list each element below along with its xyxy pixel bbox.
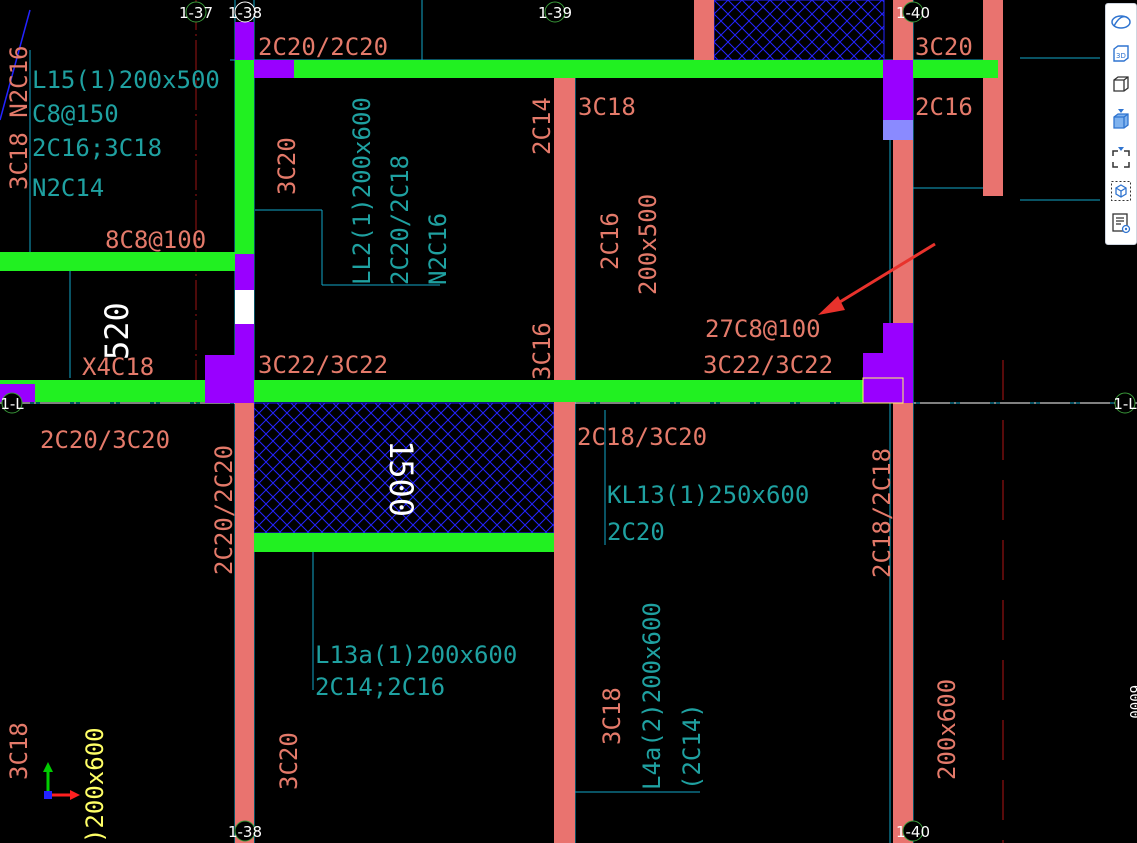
label-col-3c18: 3C18 <box>578 93 636 121</box>
chevron-down-icon <box>1118 109 1124 113</box>
label-col-200x500: 200x500 <box>634 194 662 295</box>
label-left-8c8: 8C8@100 <box>105 226 206 254</box>
pink-members[interactable] <box>235 0 1003 843</box>
box-view-button[interactable] <box>1109 72 1133 96</box>
label-dim-520: 520 <box>98 302 136 360</box>
label-bottom-3c18-l4a: 3C18 <box>598 687 626 745</box>
label-col-2c20-2c20: 2C20/2C20 <box>210 445 238 575</box>
properties-button[interactable] <box>1109 211 1133 235</box>
label-left-x4c18: X4C18 <box>82 353 154 381</box>
label-col-2c16: 2C16 <box>596 212 624 270</box>
label-mid-rebar-right: 3C22/3C22 <box>703 351 833 379</box>
pink-beam-1-38 <box>235 403 254 843</box>
ucs-axis-icon <box>43 762 80 800</box>
label-kl13-line1: KL13(1)250x600 <box>607 481 809 509</box>
label-kl13-line2: 2C20 <box>607 518 665 546</box>
label-l15-line4: N2C14 <box>32 174 104 202</box>
label-bottom-3c20: 3C20 <box>275 732 303 790</box>
box-view-icon <box>1113 76 1129 92</box>
label-bottom-200x600-right: 200x600 <box>933 679 961 780</box>
label-col-3c20-upper: 3C20 <box>273 137 301 195</box>
label-l15-line1: L15(1)200x500 <box>32 66 220 94</box>
svg-text:3D: 3D <box>1116 52 1126 60</box>
label-l13a-line2: 2C14;2C16 <box>315 673 445 701</box>
support-blocks[interactable] <box>0 22 913 403</box>
properties-icon <box>1112 213 1131 234</box>
axis-label-1-39: 1-39 <box>538 4 572 22</box>
axis-label-1-38-bottom: 1-38 <box>228 823 262 841</box>
label-l4a-line1: L4a(2)200x600 <box>638 602 666 790</box>
green-beam-left-horz <box>0 252 235 271</box>
fit-frame-button[interactable] <box>1109 147 1133 171</box>
pink-beam-1-39 <box>554 68 575 843</box>
slab-hatch-upper[interactable] <box>713 0 885 61</box>
fit-frame-icon <box>1112 150 1130 168</box>
green-beam-lower <box>254 533 554 552</box>
pink-beam-right <box>983 0 1003 196</box>
label-ll2-line1: LL2(1)200x600 <box>348 97 376 285</box>
view-3d-icon: 3D <box>1113 45 1129 62</box>
label-stirrup-highlight: 27C8@100 <box>705 315 821 343</box>
label-right-edge-partial: 6000 <box>1126 685 1137 719</box>
axis-label-1-l-right: 1-L <box>1113 395 1137 413</box>
solid-box-dropdown[interactable] <box>1118 137 1124 151</box>
green-beam-top <box>235 60 985 78</box>
view-toolbar: 3D <box>1105 3 1137 245</box>
yellow-outline <box>862 377 904 404</box>
label-bottom-left-3c18: 3C18 <box>5 722 33 780</box>
label-mid-rebar-left: 3C22/3C22 <box>258 351 388 379</box>
pink-beam-top <box>694 0 714 68</box>
label-l15-line2: C8@150 <box>32 100 119 128</box>
label-l4a-line2: (2C14) <box>678 703 706 790</box>
view-3d-button[interactable]: 3D <box>1109 42 1133 66</box>
label-col-2c14: 2C14 <box>528 97 556 155</box>
axis-label-1-l-left: 1-L <box>0 395 24 413</box>
label-col-right-2c16: 2C16 <box>915 93 973 121</box>
label-left-3c18-n2c16: 3C18 N2C16 <box>5 46 33 191</box>
label-col-3c16: 3C16 <box>528 322 556 380</box>
label-l15-line3: 2C16;3C18 <box>32 134 162 162</box>
label-ll2-line3: N2C16 <box>424 213 452 285</box>
solid-box-icon <box>1113 113 1129 129</box>
label-ll2-line2: 2C20/2C18 <box>386 155 414 285</box>
orbit-button[interactable] <box>1109 10 1133 34</box>
green-beam-mid <box>0 380 890 402</box>
slab-hatch-lower[interactable] <box>253 402 555 534</box>
label-top-left-rebar: 2C20/2C20 <box>258 33 388 61</box>
green-beam-top-right <box>913 60 998 78</box>
axis-label-1-40-top: 1-40 <box>896 4 930 22</box>
label-top-right-rebar: 3C20 <box>915 33 973 61</box>
axis-labels: 1-37 1-38 1-39 1-40 1-38 1-40 1-L 1-L <box>0 4 1137 841</box>
isolate-button[interactable] <box>1109 179 1133 203</box>
axis-label-1-40-bottom: 1-40 <box>896 823 930 841</box>
solid-box-button[interactable] <box>1109 109 1133 133</box>
axis-label-1-37: 1-37 <box>179 4 213 22</box>
pink-beam-1-40 <box>893 0 913 843</box>
axis-label-1-38-top: 1-38 <box>228 4 262 22</box>
label-bottom-left-200x600: )200x600 <box>81 727 109 843</box>
blue-diagonal <box>0 9 31 121</box>
green-beam-left-vert <box>235 78 254 254</box>
label-row-2c18-3c20: 2C18/3C20 <box>577 423 707 451</box>
box-view-dropdown[interactable] <box>1118 99 1124 113</box>
red-arrow-annotation <box>818 242 936 315</box>
chevron-down-icon <box>1118 147 1124 151</box>
label-l13a-line1: L13a(1)200x600 <box>315 641 517 669</box>
isolate-icon <box>1111 181 1131 201</box>
label-row-2c20-3c20: 2C20/3C20 <box>40 426 170 454</box>
orbit-icon <box>1111 15 1131 29</box>
label-dim-1500: 1500 <box>382 440 420 517</box>
label-col-2c18-2c18: 2C18/2C18 <box>868 448 896 578</box>
